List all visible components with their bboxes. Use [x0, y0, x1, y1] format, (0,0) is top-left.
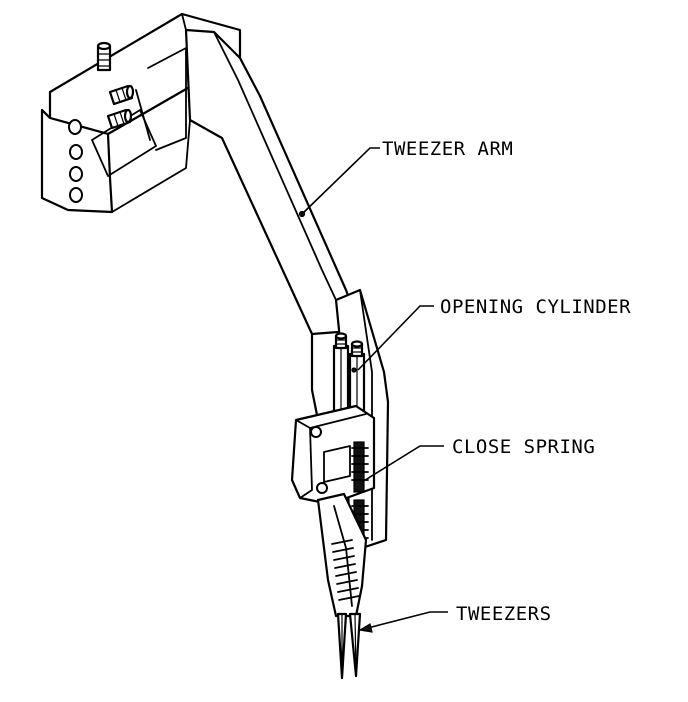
- clamp-screw: [310, 426, 322, 438]
- mounting-hole: [69, 187, 83, 203]
- clamp-screw: [316, 482, 328, 494]
- leader-close-spring: [361, 445, 444, 483]
- leader-tweezer-arm: [301, 147, 380, 215]
- air-fittings: [96, 41, 135, 130]
- top-fitting: [96, 41, 112, 72]
- label-close-spring: CLOSE SPRING: [452, 436, 595, 458]
- leader-dot: [351, 367, 357, 373]
- leader-tweezers: [359, 611, 448, 631]
- mounting-hole: [68, 119, 82, 135]
- mounting-hole: [69, 144, 83, 160]
- side-fitting: [106, 108, 133, 130]
- callout-leaders: [298, 147, 448, 633]
- mounting-holes: [68, 119, 83, 203]
- label-tweezers: TWEEZERS: [456, 603, 552, 625]
- side-fitting: [108, 84, 135, 106]
- label-opening-cylinder: OPENING CYLINDER: [440, 296, 631, 318]
- label-tweezer-arm: TWEEZER ARM: [382, 138, 513, 160]
- close-spring-upper: [353, 441, 365, 493]
- mounting-hole: [69, 166, 83, 182]
- tweezers: [316, 492, 368, 680]
- tweezer-grip: [331, 539, 360, 601]
- leader-opening-cylinder: [357, 305, 434, 371]
